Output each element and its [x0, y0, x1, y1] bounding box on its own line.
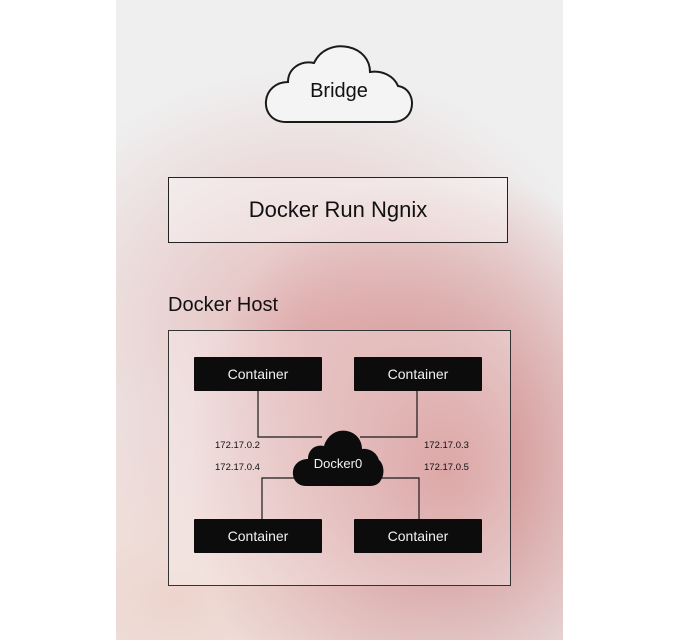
- docker-host-title: Docker Host: [168, 294, 279, 316]
- container-label: Container: [227, 366, 289, 382]
- bridge-label: Bridge: [310, 80, 368, 102]
- container-label: Container: [387, 528, 449, 544]
- container-bottom-right[interactable]: Container: [354, 519, 482, 553]
- cloud-icon: [264, 45, 413, 123]
- docker0-cloud: Docker0: [292, 424, 384, 490]
- container-bottom-left[interactable]: Container: [194, 519, 322, 553]
- container-top-right[interactable]: Container: [354, 357, 482, 391]
- ip-label: 172.17.0.3: [424, 440, 469, 451]
- bridge-cloud: Bridge: [264, 44, 414, 126]
- connector-bottom-right: [380, 477, 420, 520]
- connector-bottom-left: [261, 477, 300, 520]
- cloud-icon: [292, 430, 384, 486]
- connector-top-left: [257, 391, 322, 438]
- docker0-label: Docker0: [313, 456, 363, 471]
- connector-top-right: [360, 391, 418, 438]
- docker-run-label: Docker Run Ngnix: [248, 197, 428, 222]
- container-label: Container: [387, 366, 449, 382]
- container-label: Container: [227, 528, 289, 544]
- docker-run-box: Docker Run Ngnix: [168, 177, 508, 243]
- ip-label: 172.17.0.5: [424, 462, 469, 473]
- container-top-left[interactable]: Container: [194, 357, 322, 391]
- ip-label: 172.17.0.2: [215, 440, 260, 451]
- ip-label: 172.17.0.4: [215, 462, 260, 473]
